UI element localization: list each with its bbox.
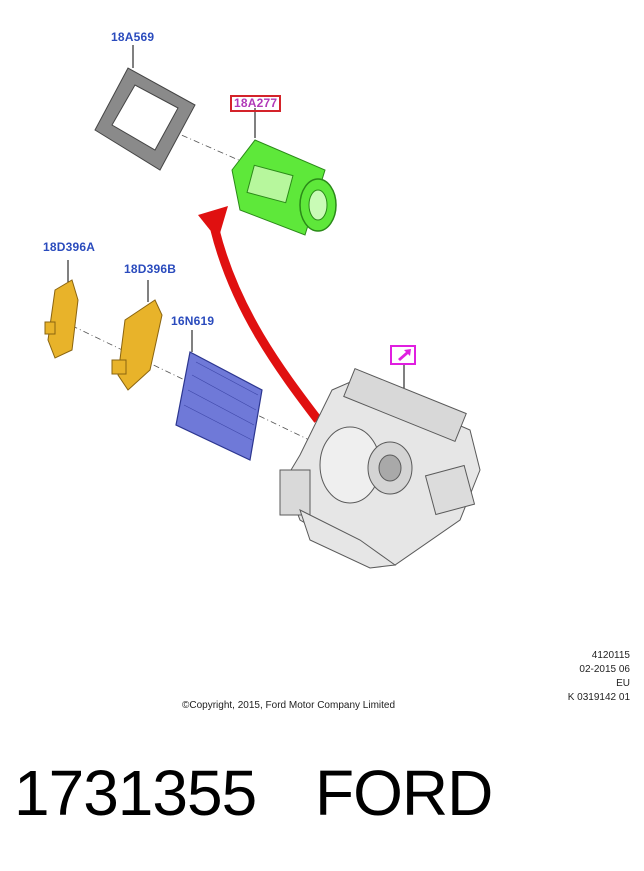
part-number: 1731355 xyxy=(14,757,257,829)
copyright-notice: ©Copyright, 2015, Ford Motor Company Lim… xyxy=(182,700,396,711)
arrow-view-icon xyxy=(390,345,416,365)
brand-name: FORD xyxy=(315,757,493,829)
cabin-filter-part xyxy=(175,351,263,461)
bracket-b-part xyxy=(111,299,163,391)
meta-line-2: 02-2015 06 xyxy=(579,664,630,675)
callout-filter: 16N619 xyxy=(171,314,215,328)
drawing-meta: 4120115 02-2015 06 EU K 0319142 01 xyxy=(568,649,630,705)
meta-line-1: 4120115 xyxy=(591,650,630,661)
bracket-a-part xyxy=(44,279,79,359)
callout-blower-housing: 18A277 xyxy=(230,95,282,112)
hvac-unit-assembly xyxy=(279,367,481,569)
gasket-part xyxy=(94,67,196,171)
meta-line-3: EU xyxy=(616,678,630,689)
callout-gasket: 18A569 xyxy=(111,30,155,44)
assembly-arrow xyxy=(198,206,322,423)
exploded-parts-diagram xyxy=(44,45,481,569)
meta-line-4: K 0319142 01 xyxy=(567,692,630,703)
callout-bracket-a: 18D396A xyxy=(43,240,96,254)
callout-bracket-b: 18D396B xyxy=(124,262,177,276)
blower-housing-part xyxy=(231,139,337,236)
